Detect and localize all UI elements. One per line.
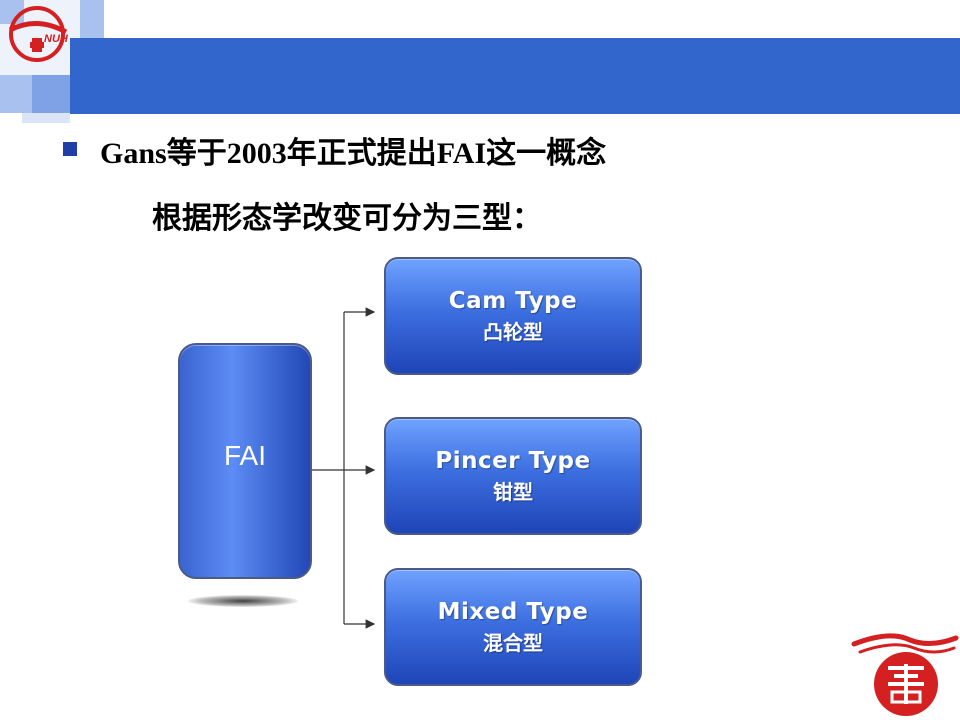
type-name-en: Mixed Type xyxy=(437,598,589,625)
fai-root-box: FAI xyxy=(178,343,312,579)
bullet-marker xyxy=(63,142,77,156)
hospital-logo-icon: NUH xyxy=(8,6,69,62)
type-name-cn: 凸轮型 xyxy=(483,319,543,344)
type-box-pincer: Pincer Type 钳型 xyxy=(384,417,642,535)
header-bar xyxy=(70,38,960,114)
type-name-cn: 钳型 xyxy=(493,479,533,504)
header-deco-square xyxy=(0,75,32,113)
bullet-line-2: 根据形态学改变可分为三型： xyxy=(152,202,542,235)
header-deco-square xyxy=(32,75,70,113)
header-deco-square xyxy=(80,0,104,38)
fai-root-label: FAI xyxy=(223,440,266,471)
type-name-en: Cam Type xyxy=(448,287,578,314)
type-name-en: Pincer Type xyxy=(435,447,591,474)
longevity-emblem-icon xyxy=(851,633,959,716)
header-deco-square xyxy=(22,113,70,123)
logo-text: NUH xyxy=(44,33,69,45)
type-name-cn: 混合型 xyxy=(483,630,543,655)
bullet-line-1: Gans等于2003年正式提出FAI这一概念 xyxy=(100,137,607,170)
fai-box-shadow xyxy=(188,595,298,607)
type-box-mixed: Mixed Type 混合型 xyxy=(384,568,642,686)
type-box-cam: Cam Type 凸轮型 xyxy=(384,257,642,375)
